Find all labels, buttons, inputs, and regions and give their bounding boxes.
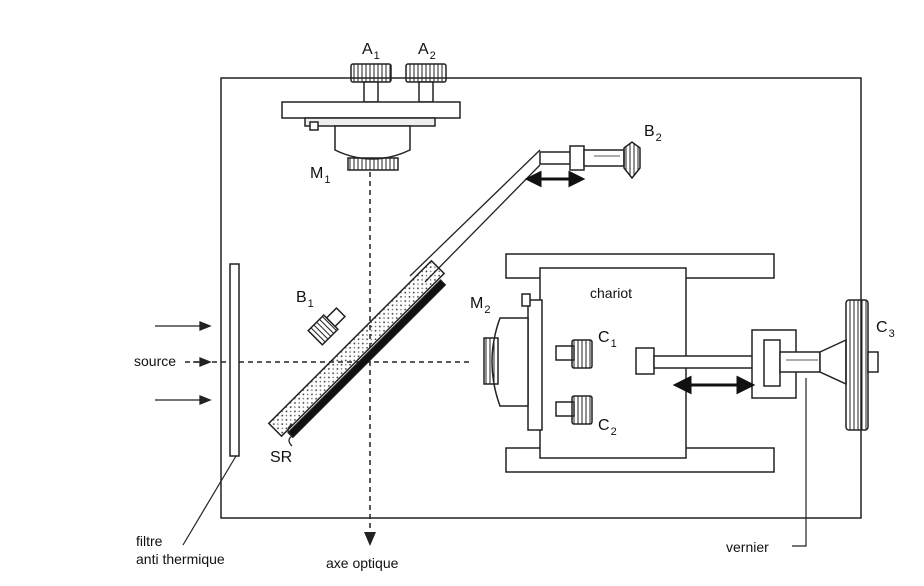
optical-axis-arrow [364,532,376,546]
label-a2-sub: 2 [429,50,436,62]
label-axe-optique: axe optique [326,555,399,571]
knob-c2[interactable] [571,395,593,425]
filter-leader [182,455,237,546]
beam-splitter-sr [267,259,447,439]
label-m2: M2 [470,295,490,316]
label-b2-main: B [644,123,655,140]
label-c2-main: C [598,417,610,434]
chariot-assembly [483,253,879,473]
label-b1-main: B [296,289,307,306]
screw-b1[interactable] [307,305,348,346]
label-m2-main: M [470,295,484,312]
splitter-lever-upper [409,149,541,277]
label-vernier: vernier [726,539,769,555]
label-c1-sub: 1 [610,338,617,350]
label-m2-sub: 2 [484,304,491,316]
label-b2: B2 [644,123,662,144]
label-a1-main: A [362,41,373,58]
source-arrows [155,321,212,405]
knob-c1[interactable] [571,339,593,369]
label-b1-sub: 1 [307,298,314,310]
label-c1-main: C [598,329,610,346]
vernier-leader [792,378,807,547]
label-filtre-line1: filtre [136,533,163,549]
label-c3-main: C [876,319,888,336]
label-c1: C1 [598,329,617,350]
label-a2-main: A [418,41,429,58]
knob-a2[interactable] [405,63,447,83]
chariot-translation-arrow [672,375,756,395]
mirror-m1-assembly [281,63,461,171]
label-a1-sub: 1 [373,50,380,62]
screw-b2[interactable] [539,141,641,180]
label-m1: M1 [310,165,330,186]
sr-bracket [287,423,294,447]
label-a1: A1 [362,41,380,62]
splitter-lever-lower [424,164,541,283]
label-m1-main: M [310,165,324,182]
knob-c3[interactable] [845,299,869,431]
label-c3-sub: 3 [888,328,895,340]
label-a2: A2 [418,41,436,62]
label-c2-sub: 2 [610,426,617,438]
label-sr: SR [270,449,293,466]
heat-filter [229,263,240,457]
label-b2-sub: 2 [655,132,662,144]
knob-a1[interactable] [350,63,392,83]
label-m1-sub: 1 [324,174,331,186]
label-filtre-line2: anti thermique [136,551,225,567]
instrument-frame [220,77,862,519]
label-b1: B1 [296,289,314,310]
label-c3: C3 [876,319,895,340]
b2-translation-arrow [524,170,586,188]
label-c2: C2 [598,417,617,438]
label-chariot: chariot [590,285,633,301]
label-source: source [134,353,177,369]
